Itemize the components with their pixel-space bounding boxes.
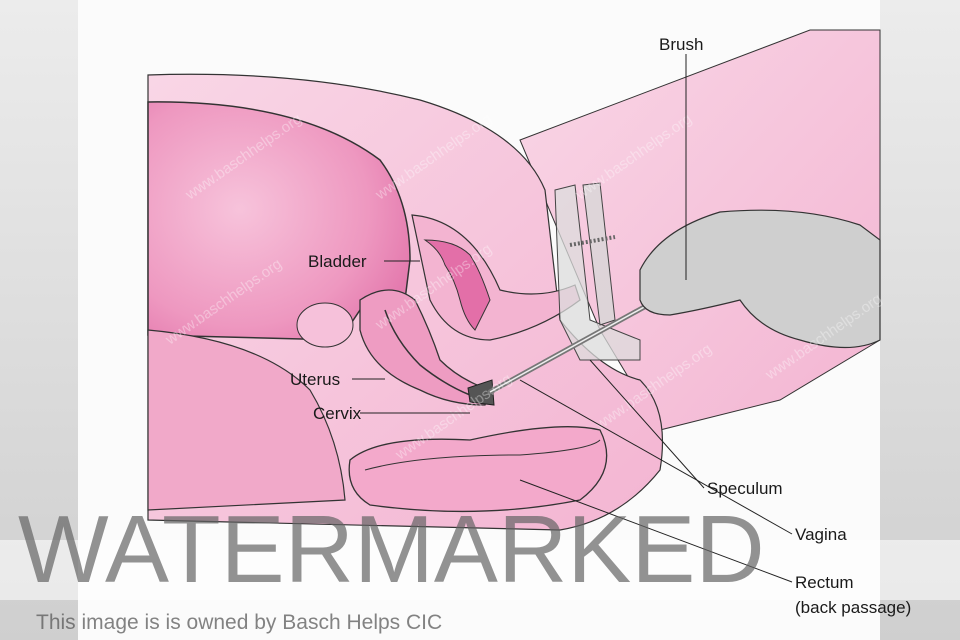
label-bladder: Bladder [308, 252, 367, 271]
label-vagina: Vagina [795, 525, 847, 544]
label-speculum: Speculum [707, 479, 783, 498]
lower-abdomen [147, 329, 346, 511]
brush-head [467, 379, 495, 406]
hand [639, 209, 881, 349]
label-cervix: Cervix [313, 404, 362, 423]
uterus [359, 289, 491, 406]
watermark-band [0, 540, 960, 600]
label-rectum-note: (back passage) [795, 598, 911, 617]
rectum [348, 426, 608, 513]
label-rectum: Rectum [795, 573, 854, 592]
bladder-lining [423, 239, 491, 331]
leader-lines [352, 54, 793, 583]
watermark-stamp: WATERMARKED [18, 496, 765, 603]
left-margin [0, 0, 78, 640]
label-brush: Brush [659, 35, 703, 54]
ownership-notice: This image is is owned by Basch Helps CI… [36, 611, 443, 634]
speculum [554, 184, 641, 361]
right-margin [880, 0, 960, 640]
label-uterus: Uterus [290, 370, 340, 389]
ovary [296, 302, 354, 348]
